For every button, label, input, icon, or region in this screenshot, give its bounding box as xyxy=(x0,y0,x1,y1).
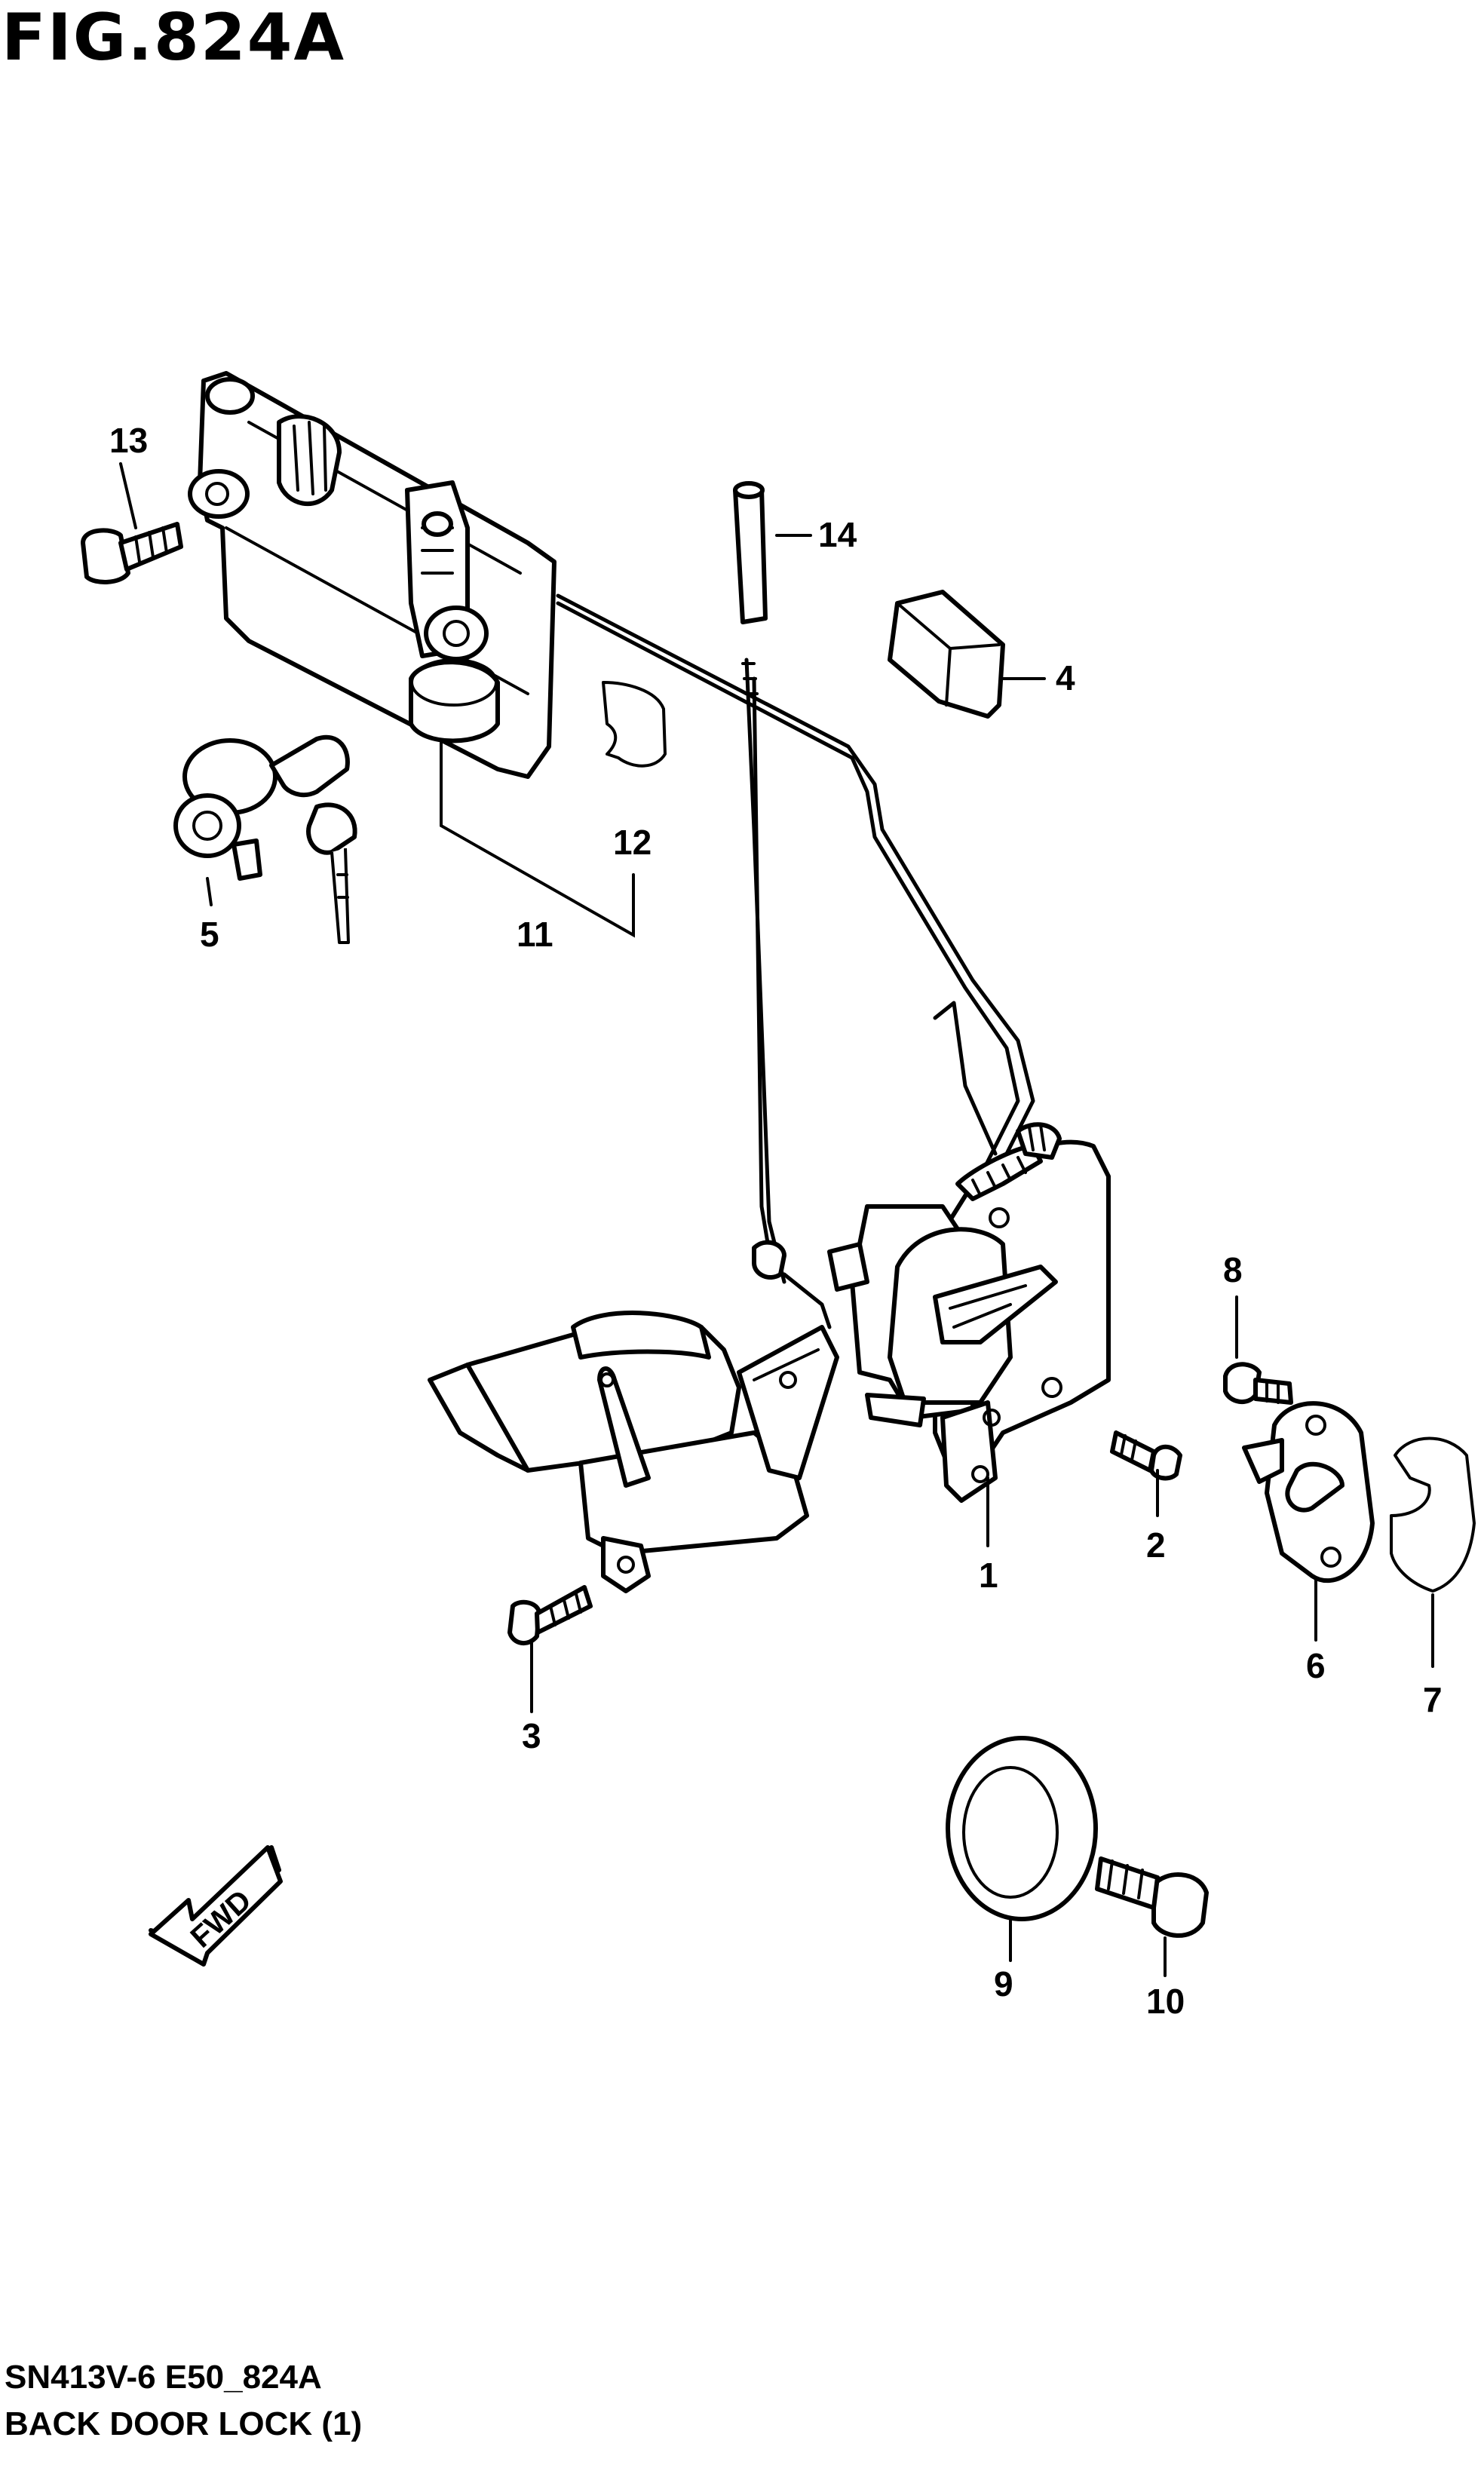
handle-gasket xyxy=(602,681,667,768)
callout-11: 11 xyxy=(517,915,553,954)
callout-labels: 13 14 4 12 5 11 8 2 1 6 7 3 9 10 xyxy=(109,421,1443,2021)
striker-gasket-7 xyxy=(1390,1436,1476,1593)
callout-3: 3 xyxy=(522,1716,541,1755)
screw-3 xyxy=(507,1585,593,1645)
grommet-9 xyxy=(946,1736,1098,1921)
callout-14: 14 xyxy=(818,515,857,554)
outside-handle-assembly xyxy=(188,371,556,779)
cushion-pad-4 xyxy=(888,590,1005,719)
callout-7: 7 xyxy=(1423,1680,1443,1719)
rod-pin-14 xyxy=(733,481,768,624)
callout-12: 12 xyxy=(613,823,652,862)
leader-lines xyxy=(119,462,1434,1977)
callout-6: 6 xyxy=(1306,1646,1326,1685)
back-door-lock-assembly xyxy=(827,1122,1111,1503)
key-cylinder-set xyxy=(173,734,357,944)
striker-6 xyxy=(1242,1401,1375,1584)
screw-2 xyxy=(1110,1430,1182,1481)
fwd-direction-arrow: FWD xyxy=(149,1845,283,1967)
callout-9: 9 xyxy=(994,1964,1013,2004)
bolt-13 xyxy=(81,522,183,584)
bolt-8 xyxy=(1223,1362,1293,1405)
callout-5: 5 xyxy=(200,915,219,954)
callout-2: 2 xyxy=(1146,1525,1166,1565)
callout-8: 8 xyxy=(1223,1250,1243,1289)
callout-13: 13 xyxy=(109,421,148,460)
callout-1: 1 xyxy=(979,1556,998,1595)
lock-actuator-bracket xyxy=(428,1240,839,1593)
model-code: SN413V-6 E50_824A xyxy=(5,2359,322,2396)
figure-title: FIG.824A xyxy=(2,0,346,75)
callout-4: 4 xyxy=(1056,658,1075,697)
bolt-10 xyxy=(1095,1856,1209,1938)
figure-caption: BACK DOOR LOCK (1) xyxy=(5,2405,363,2442)
callout-10: 10 xyxy=(1146,1982,1185,2021)
